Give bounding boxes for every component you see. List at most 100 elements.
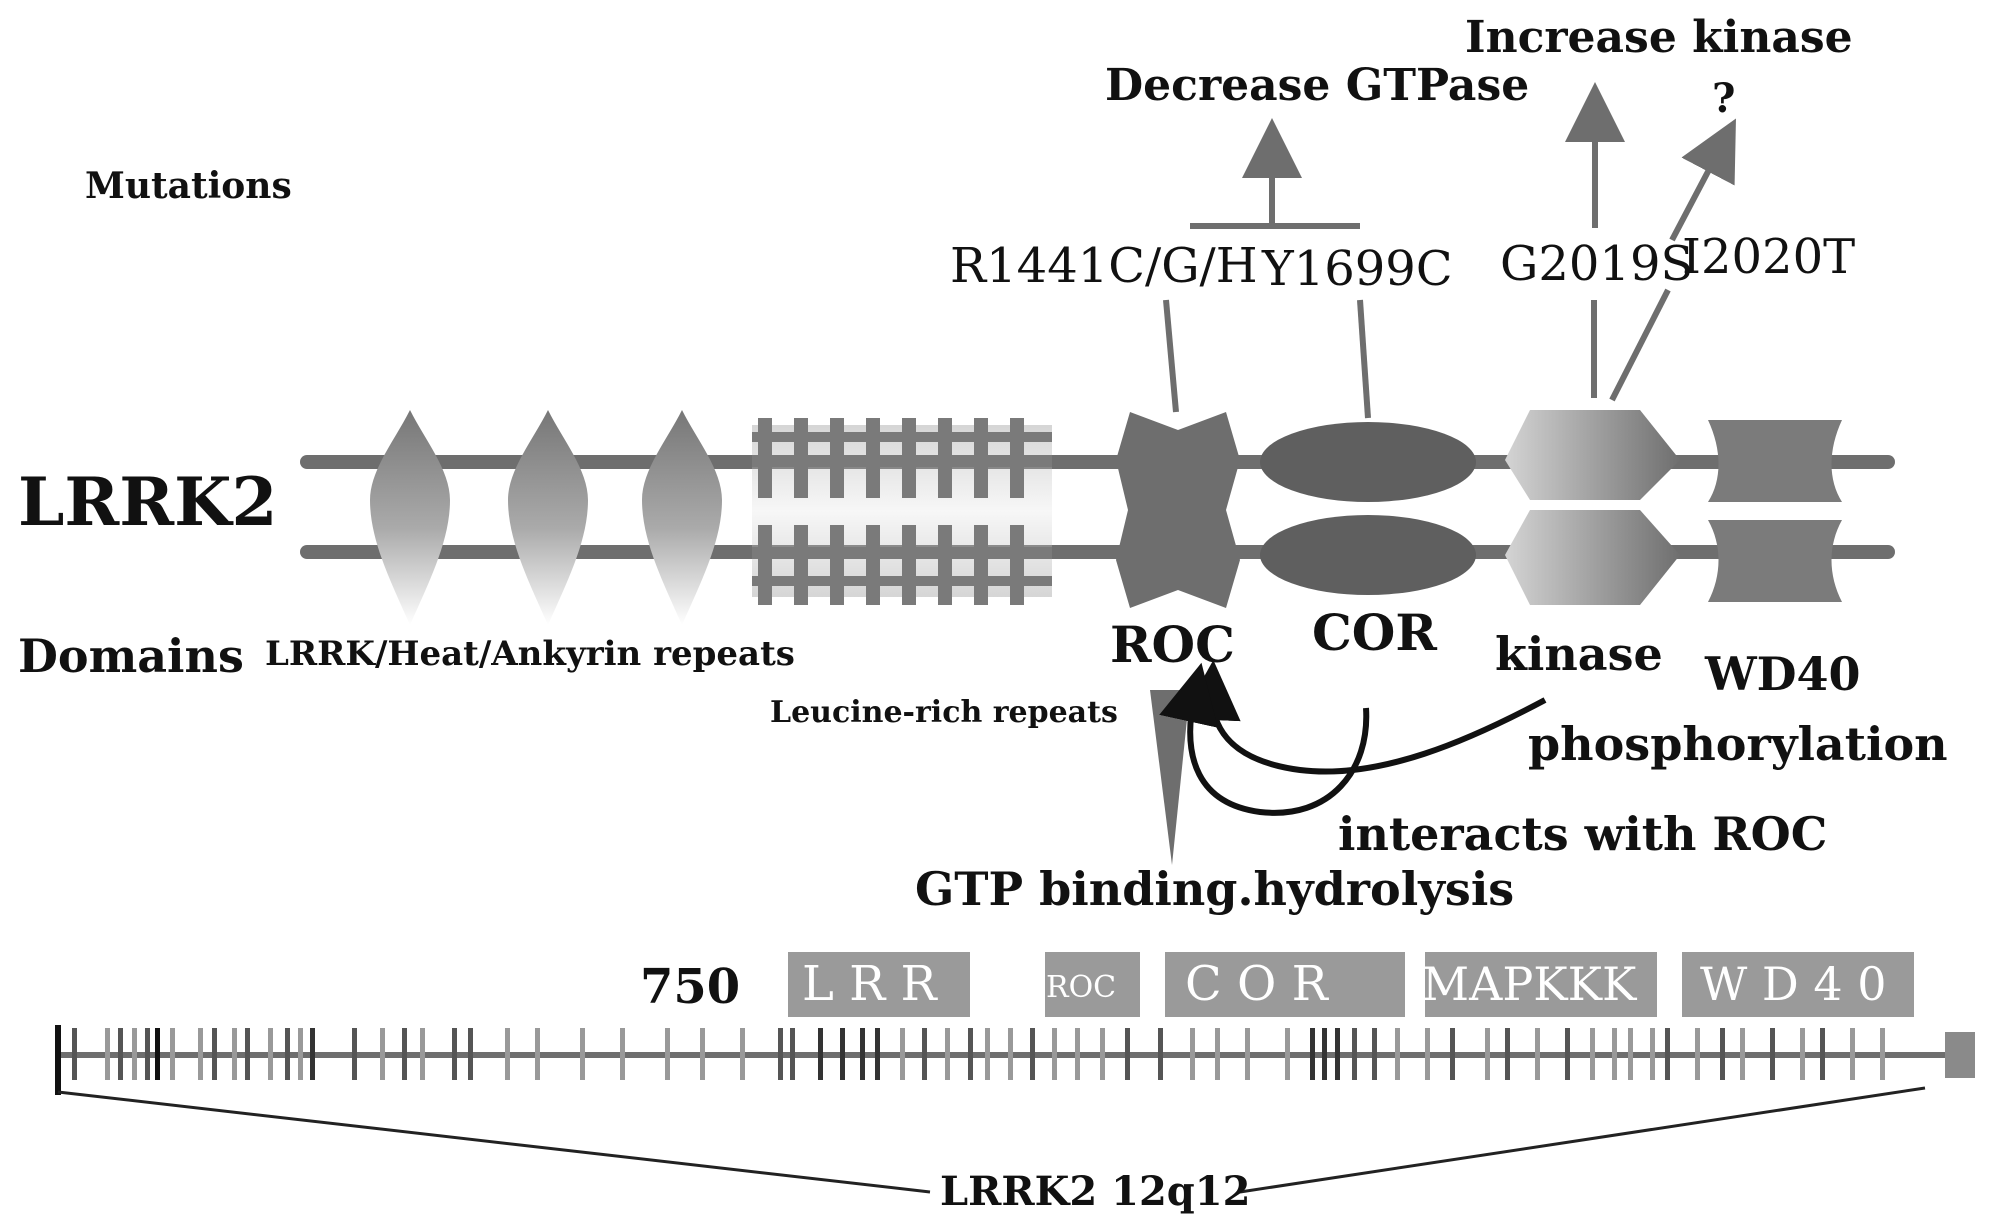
exon-tick <box>535 1028 540 1080</box>
exon-tick <box>352 1028 357 1080</box>
gene-box-cor-label: C O R <box>1185 956 1330 1012</box>
exon-tick <box>232 1028 237 1080</box>
exon-tick <box>505 1028 510 1080</box>
kinase-domain-shape <box>1505 410 1680 605</box>
gene-box-cor <box>1165 952 1405 1017</box>
increase-kinase-arrows <box>1565 82 1736 242</box>
exon-tick <box>1335 1028 1340 1080</box>
gtp-binding-wedge <box>1150 690 1190 865</box>
ankyrin-repeat-diamonds <box>370 410 722 625</box>
exon-tick <box>1125 1028 1130 1080</box>
exon-tick <box>985 1028 990 1080</box>
wd40-domain-shape <box>1708 420 1842 602</box>
lrrk-heat-ankyrin-label: LRRK/Heat/Ankyrin repeats <box>265 634 795 674</box>
exon-tick <box>298 1028 303 1080</box>
exon-tick <box>700 1028 705 1080</box>
gene-baseline <box>55 1052 1955 1058</box>
leucine-rich-repeats-label: Leucine-rich repeats <box>770 695 1118 730</box>
exon-tick <box>1372 1028 1377 1080</box>
exon-tick <box>155 1028 160 1080</box>
exon-tick <box>1322 1028 1327 1080</box>
exon-tick <box>1215 1028 1220 1080</box>
repeat-diamond-1 <box>370 410 450 625</box>
gene-end-block <box>1945 1032 1975 1078</box>
mutation-connectors <box>1163 288 1671 419</box>
mutation-r1441-label: R1441C/G/H <box>950 238 1258 294</box>
exon-tick <box>840 1028 845 1080</box>
exon-tick <box>1740 1028 1745 1080</box>
exon-tick <box>310 1028 315 1080</box>
exon-tick <box>740 1028 745 1080</box>
gene-box-wd40 <box>1682 952 1914 1017</box>
unknown-effect-label: ? <box>1712 75 1735 122</box>
gene-box-lrr-label: L R R <box>802 956 939 1012</box>
kinase-label: kinase <box>1495 627 1663 681</box>
exon-tick <box>945 1028 950 1080</box>
exon-tick <box>1800 1028 1805 1080</box>
roc-label: ROC <box>1110 615 1235 674</box>
exon-tick <box>118 1028 123 1080</box>
exon-tick <box>1770 1028 1775 1080</box>
exon-tick <box>1190 1028 1195 1080</box>
decrease-gtpase-connector <box>1190 118 1360 229</box>
exon-tick <box>1850 1028 1855 1080</box>
gene-locus-label: LRRK2 12q12 <box>940 1168 1250 1215</box>
exon-tick <box>1650 1028 1655 1080</box>
exon-tick <box>1505 1028 1510 1080</box>
mutation-g2019-label: G2019S <box>1500 236 1693 292</box>
exon-tick <box>1008 1028 1013 1080</box>
exon-tick <box>922 1028 927 1080</box>
mutation-i2020-label: I2020T <box>1682 229 1855 285</box>
gtp-binding-label: GTP binding.hydrolysis <box>915 862 1514 916</box>
exon-tick <box>1030 1028 1035 1080</box>
exon-tick <box>580 1028 585 1080</box>
exon-tick <box>72 1028 77 1080</box>
exon-tick <box>285 1028 290 1080</box>
exon-tick <box>402 1028 407 1080</box>
exon-tick <box>198 1028 203 1080</box>
interacts-with-roc-arrow <box>1159 662 1370 816</box>
exon-tick <box>1352 1028 1357 1080</box>
gene-box-roc-label: ROC <box>1046 970 1116 1005</box>
exon-tick <box>105 1028 110 1080</box>
cor-label: COR <box>1312 603 1437 662</box>
repeat-diamond-2 <box>508 410 588 625</box>
exon-tick <box>1565 1028 1570 1080</box>
exon-tick <box>1425 1028 1430 1080</box>
exon-tick <box>1075 1028 1080 1080</box>
exon-start-label: 750 <box>640 959 740 1015</box>
repeat-diamond-3 <box>642 410 722 625</box>
exon-tick <box>1628 1028 1633 1080</box>
gene-exons <box>72 1028 1885 1080</box>
exon-tick <box>860 1028 865 1080</box>
exon-tick <box>620 1028 625 1080</box>
gene-box-mapkkk <box>1425 952 1657 1017</box>
mutations-label: Mutations <box>85 165 292 207</box>
gene-bracket <box>57 1086 1926 1194</box>
exon-tick <box>1450 1028 1455 1080</box>
exon-tick <box>468 1028 473 1080</box>
exon-tick <box>1100 1028 1105 1080</box>
gene-box-mapkkk-label: MAPKKK <box>1422 957 1638 1011</box>
exon-tick <box>1535 1028 1540 1080</box>
exon-tick <box>212 1028 217 1080</box>
exon-tick <box>778 1028 783 1080</box>
gene-box-roc <box>1045 952 1140 1017</box>
wd40-label: WD40 <box>1704 647 1861 701</box>
leucine-rich-repeats-block <box>752 418 1052 605</box>
exon-tick <box>1880 1028 1885 1080</box>
interaction-arrows <box>1159 660 1547 816</box>
exon-tick <box>380 1028 385 1080</box>
domains-label: Domains <box>18 629 244 683</box>
phosphorylation-arrow <box>1180 660 1547 775</box>
roc-domain-shape <box>1116 412 1240 608</box>
exon-tick <box>1485 1028 1490 1080</box>
exon-tick <box>420 1028 425 1080</box>
exon-tick <box>1158 1028 1163 1080</box>
exon-tick <box>790 1028 795 1080</box>
exon-tick <box>268 1028 273 1080</box>
exon-tick <box>1590 1028 1595 1080</box>
phosphorylation-label: phosphorylation <box>1528 717 1948 771</box>
exon-tick <box>170 1028 175 1080</box>
